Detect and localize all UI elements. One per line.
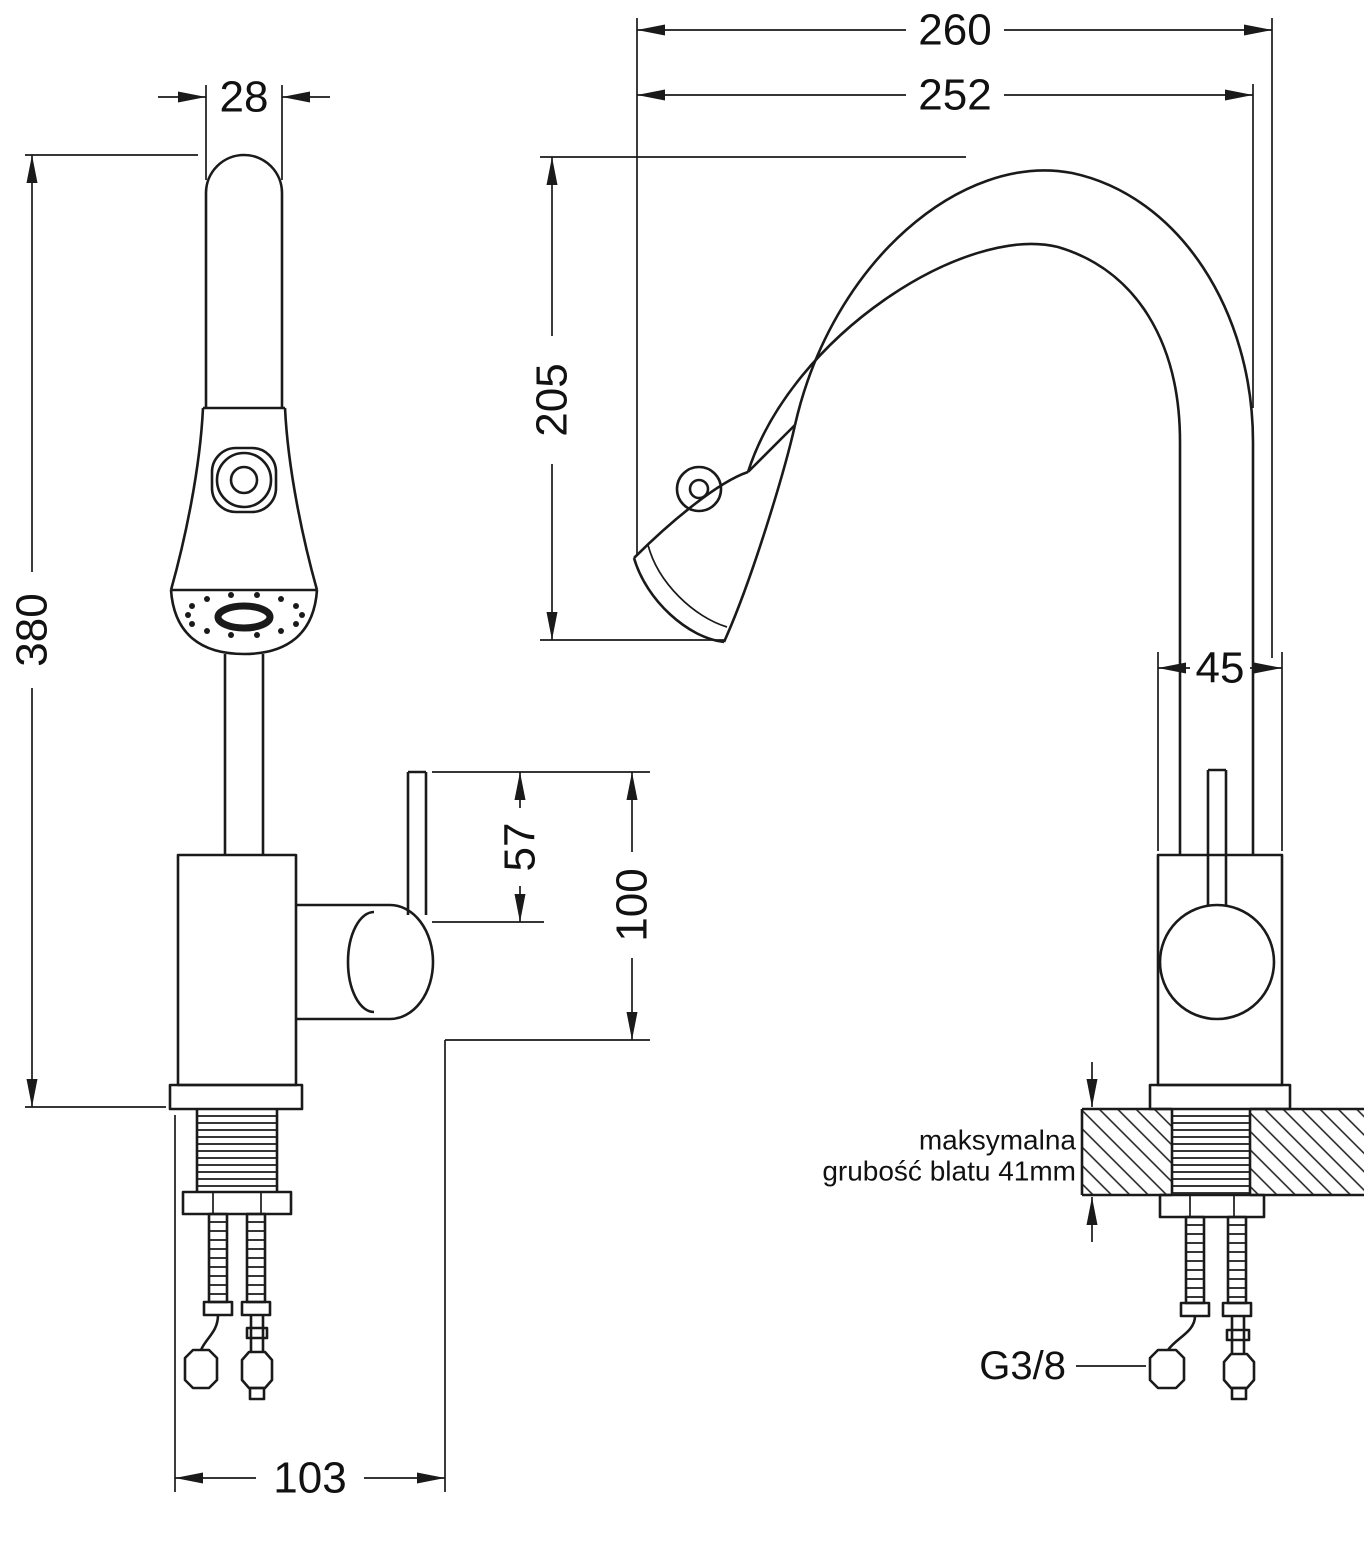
dim-spout-clearance-label: 205 xyxy=(528,363,577,436)
countertop-note-line1: maksymalna xyxy=(919,1125,1077,1156)
dim-base-depth-label: 103 xyxy=(273,1454,346,1503)
riser-front xyxy=(223,654,265,855)
spray-head-side xyxy=(632,424,797,644)
handle-side xyxy=(1158,768,1276,1021)
countertop-note-line2: grubość blatu 41mm xyxy=(822,1156,1076,1187)
aerator-face xyxy=(185,592,305,638)
handle-pivot-circle xyxy=(1158,903,1276,1021)
spout-side xyxy=(746,169,1255,855)
faucet-body-front xyxy=(176,853,298,1087)
dim-body-width-label: 45 xyxy=(1196,644,1245,693)
thread-size-label: G3/8 xyxy=(979,1344,1066,1388)
dim-total-height-label: 380 xyxy=(8,593,57,666)
dim-spout-clearance: 205 xyxy=(528,156,966,641)
dim-total-height: 380 xyxy=(8,154,198,1108)
dim-spout-diameter: 28 xyxy=(158,73,330,180)
spout-front xyxy=(204,153,284,408)
dim-total-depth-label: 260 xyxy=(918,6,991,55)
dim-spout-reach: 252 xyxy=(637,71,1254,408)
dim-handle-offset: 57 xyxy=(432,771,650,923)
dim-spout-reach-label: 252 xyxy=(918,71,991,120)
dim-handle-height-label: 100 xyxy=(608,868,657,941)
dim-body-width: 45 xyxy=(1157,644,1283,851)
dim-handle-height: 100 xyxy=(445,772,657,1041)
front-view: 28 380 57 100 103 xyxy=(8,73,657,1503)
supply-hoses-side xyxy=(1148,1215,1256,1401)
spray-head-front xyxy=(169,406,319,656)
dim-spout-diameter-label: 28 xyxy=(220,73,269,122)
dim-total-depth: 260 xyxy=(636,6,1273,658)
dim-base-depth: 103 xyxy=(174,1040,446,1503)
supply-hoses-front xyxy=(183,1212,274,1401)
spray-button-front xyxy=(210,446,278,514)
countertop-section: maksymalna grubość blatu 41mm xyxy=(822,1062,1364,1242)
mounting-base-front xyxy=(168,1083,304,1216)
thread-size-callout: G3/8 xyxy=(979,1344,1146,1388)
mounting-base-side xyxy=(1148,1083,1292,1219)
dim-handle-offset-label: 57 xyxy=(496,823,545,872)
side-view: maksymalna grubość blatu 41mm xyxy=(528,6,1364,1401)
spray-button-side xyxy=(675,465,723,513)
handle-front xyxy=(296,770,435,1021)
